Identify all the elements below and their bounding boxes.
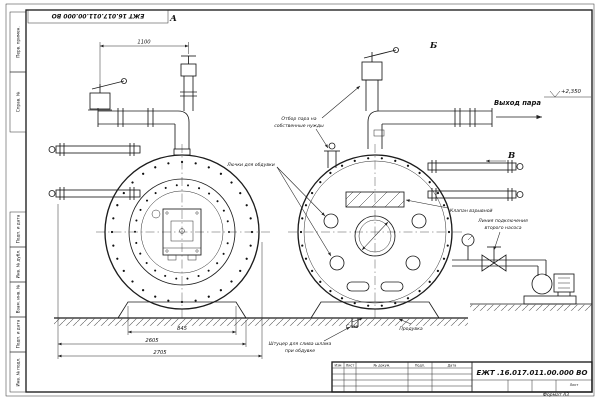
format-note: Формат А3 bbox=[543, 392, 569, 398]
dim-base: 845 bbox=[177, 326, 188, 332]
steam-tap-stub bbox=[324, 142, 340, 168]
sludge-label: при обдувке bbox=[285, 348, 315, 354]
elevation-label: +2,350 bbox=[561, 89, 582, 95]
left-steam-piping bbox=[88, 55, 197, 149]
explosion-label: Клапан взрывной bbox=[450, 208, 493, 214]
feed-pump-assembly bbox=[452, 233, 577, 305]
dim-total: 2705 bbox=[153, 350, 167, 356]
pressure-gauge bbox=[461, 233, 475, 260]
tb-col: Дата bbox=[448, 364, 457, 368]
blow-hatch bbox=[329, 255, 345, 271]
tb-sheet-label: Лист bbox=[570, 383, 579, 387]
steam-tap-label: Отбор пара на bbox=[281, 116, 316, 122]
steam-valve-left bbox=[180, 55, 197, 111]
view-label-a: А bbox=[169, 14, 177, 24]
handhole bbox=[380, 281, 404, 292]
explosion-valve-port bbox=[345, 191, 405, 208]
hatches-label: Лючки для обдувки bbox=[226, 162, 275, 168]
right-steam-piping bbox=[361, 47, 493, 149]
margin-cell-label: Подп. и дата bbox=[16, 319, 21, 348]
dim-mid: 2605 bbox=[145, 338, 159, 344]
shutoff-valve bbox=[481, 246, 507, 272]
steam-out-label: Выход пара bbox=[494, 99, 541, 107]
margin-cell-label: Перв. примен. bbox=[16, 26, 21, 57]
margin-cell-label: Инв. № подл. bbox=[16, 358, 21, 387]
margin-cell-label: Взам. инв. № bbox=[16, 284, 21, 313]
pump-line-label: второго насоса bbox=[484, 226, 521, 231]
elevation-mark bbox=[549, 90, 561, 98]
sludge-label: Штуцер для слива шлама bbox=[269, 341, 332, 347]
blow-hatch bbox=[323, 213, 339, 229]
margin-cell-label: Инв. № дубл. bbox=[16, 250, 21, 279]
right-level-gauge-rails bbox=[427, 160, 524, 201]
margin-cells: Перв. примен. Справ. № Подп. и дата Инв.… bbox=[9, 11, 27, 393]
dimensions: 1100 845 2605 2705 bbox=[57, 40, 263, 359]
blow-hatch bbox=[411, 213, 427, 229]
callouts: Отбор пара на собственные нужды Лючки дл… bbox=[226, 85, 528, 354]
tb-col: Изм bbox=[335, 364, 342, 368]
margin-cell-label: Справ. № bbox=[16, 91, 21, 112]
margin-cell-label: Подп. и дата bbox=[16, 214, 21, 243]
left-level-gauge-rails bbox=[48, 143, 141, 200]
view-label-v: В bbox=[507, 151, 515, 161]
steam-tap-label: собственные нужды bbox=[274, 123, 324, 129]
pump-unit bbox=[523, 273, 577, 305]
view-labels: А Б В bbox=[169, 14, 515, 163]
tb-col: Лист bbox=[346, 364, 355, 368]
steam-outlet: Выход пара +2,350 bbox=[494, 89, 591, 120]
ground bbox=[54, 303, 592, 326]
safety-valve-right bbox=[361, 47, 399, 111]
handhole bbox=[346, 281, 370, 292]
view-label-b: Б bbox=[429, 41, 438, 51]
sheet-frame bbox=[5, 3, 595, 397]
right-boiler-view bbox=[297, 142, 453, 328]
sight-port bbox=[151, 209, 161, 219]
tb-designation: ЕЖТ .16.017.011.00.000 ВО bbox=[477, 369, 588, 377]
burner-port bbox=[354, 215, 396, 257]
blowdown-label: Продувка bbox=[399, 326, 423, 332]
top-designation-stamp: ЕЖТ 16.017.011.00.000 ВО bbox=[27, 9, 169, 24]
left-boiler-view bbox=[104, 148, 260, 319]
drain-label: Слив bbox=[346, 324, 358, 330]
dim-top: 1100 bbox=[137, 40, 151, 46]
pump-line-label: Линия подключения bbox=[477, 218, 528, 224]
tb-col: Подп. bbox=[415, 364, 425, 368]
blow-hatch bbox=[405, 255, 421, 271]
title-block: Изм Лист № докум. Подп. Дата ЕЖТ .16.017… bbox=[331, 361, 593, 398]
top-designation-text: ЕЖТ 16.017.011.00.000 ВО bbox=[52, 12, 145, 19]
safety-valve-left bbox=[88, 78, 127, 111]
tb-col: № докум. bbox=[374, 364, 391, 368]
